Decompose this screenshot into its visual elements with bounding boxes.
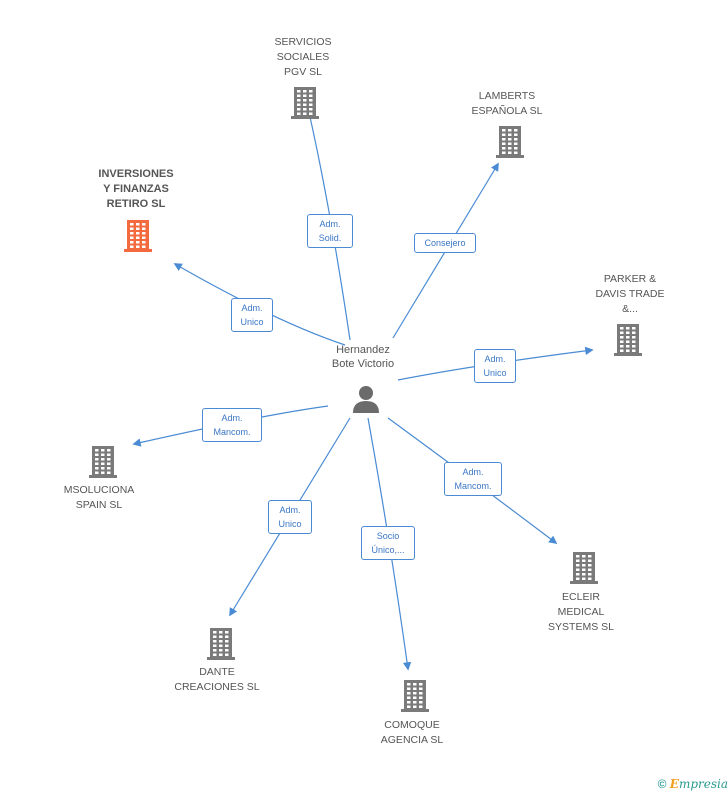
building-icon[interactable]: [88, 444, 118, 483]
building-icon[interactable]: [613, 322, 643, 361]
building-icon[interactable]: [290, 85, 320, 124]
building-icon[interactable]: [123, 218, 153, 257]
person-icon[interactable]: [351, 384, 381, 419]
building-icon[interactable]: [569, 550, 599, 589]
company-label-servicios[interactable]: SERVICIOS SOCIALES PGV SL: [274, 36, 332, 78]
company-label-comoque[interactable]: COMOQUE AGENCIA SL: [380, 719, 444, 746]
relation-label-ecleir[interactable]: Adm. Mancom.: [444, 462, 502, 496]
company-label-lamberts[interactable]: LAMBERTS ESPAÑOLA SL: [471, 90, 543, 117]
relation-label-parker[interactable]: Adm. Unico: [474, 349, 516, 383]
company-label-msoluciona[interactable]: MSOLUCIONA SPAIN SL: [63, 484, 135, 511]
company-label-parker[interactable]: PARKER & DAVIS TRADE &...: [595, 273, 665, 315]
footer-brand: © Empresia: [658, 777, 728, 791]
company-label-inversiones[interactable]: INVERSIONES Y FINANZAS RETIRO SL: [98, 168, 174, 210]
relation-label-lamberts[interactable]: Consejero: [414, 233, 476, 253]
building-icon[interactable]: [206, 626, 236, 665]
copyright-symbol: ©: [657, 777, 667, 791]
building-icon[interactable]: [495, 124, 525, 163]
center-person-label[interactable]: Hernandez Bote Victorio: [331, 344, 395, 370]
company-label-dante[interactable]: DANTE CREACIONES SL: [174, 666, 260, 693]
brand-logo: Empresia: [669, 777, 728, 791]
building-icon[interactable]: [400, 678, 430, 717]
relation-label-dante[interactable]: Adm. Unico: [268, 500, 312, 534]
relation-label-comoque[interactable]: Socio Único,...: [361, 526, 415, 560]
company-label-ecleir[interactable]: ECLEIR MEDICAL SYSTEMS SL: [548, 591, 614, 633]
relation-label-msoluciona[interactable]: Adm. Mancom.: [202, 408, 262, 442]
relation-label-inversiones[interactable]: Adm. Unico: [231, 298, 273, 332]
relation-label-servicios[interactable]: Adm. Solid.: [307, 214, 353, 248]
